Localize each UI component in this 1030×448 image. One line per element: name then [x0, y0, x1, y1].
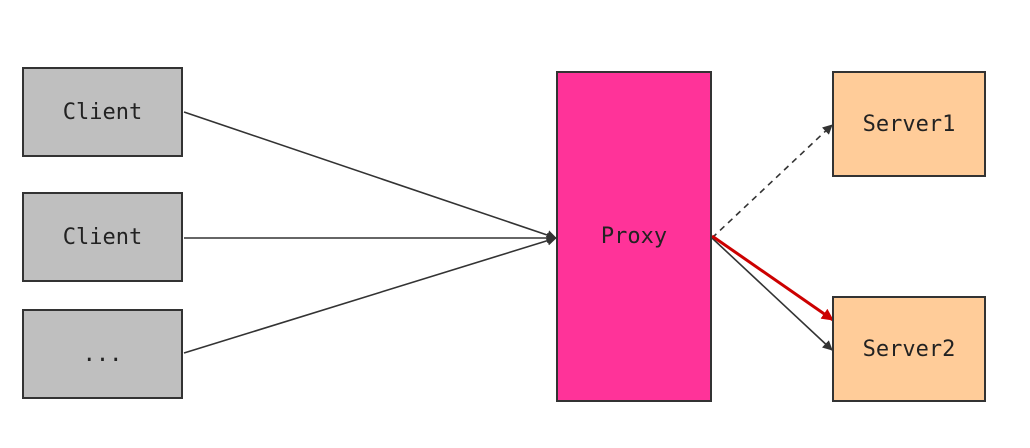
client-box-1: Client: [22, 67, 183, 157]
proxy-to-server1-dashed-arrow: [711, 124, 833, 239]
client1-to-proxy-arrow: [183, 111, 557, 240]
server-label: Server2: [862, 336, 956, 362]
proxy-box: Proxy: [556, 71, 712, 402]
client-label: Client: [62, 224, 143, 250]
server-box-1: Server1: [832, 71, 986, 177]
client-label: Client: [62, 99, 143, 125]
proxy-to-server2-arrow: [711, 237, 833, 351]
proxy-to-server2-highlight-arrow: [711, 234, 834, 322]
client-box-2: Client: [22, 192, 183, 282]
server-label: Server1: [862, 111, 956, 137]
proxy-label: Proxy: [600, 224, 668, 249]
client-label: ...: [82, 341, 123, 367]
client-box-3: ...: [22, 309, 183, 399]
server-box-2: Server2: [832, 296, 986, 402]
client3-to-proxy-arrow: [183, 235, 557, 354]
